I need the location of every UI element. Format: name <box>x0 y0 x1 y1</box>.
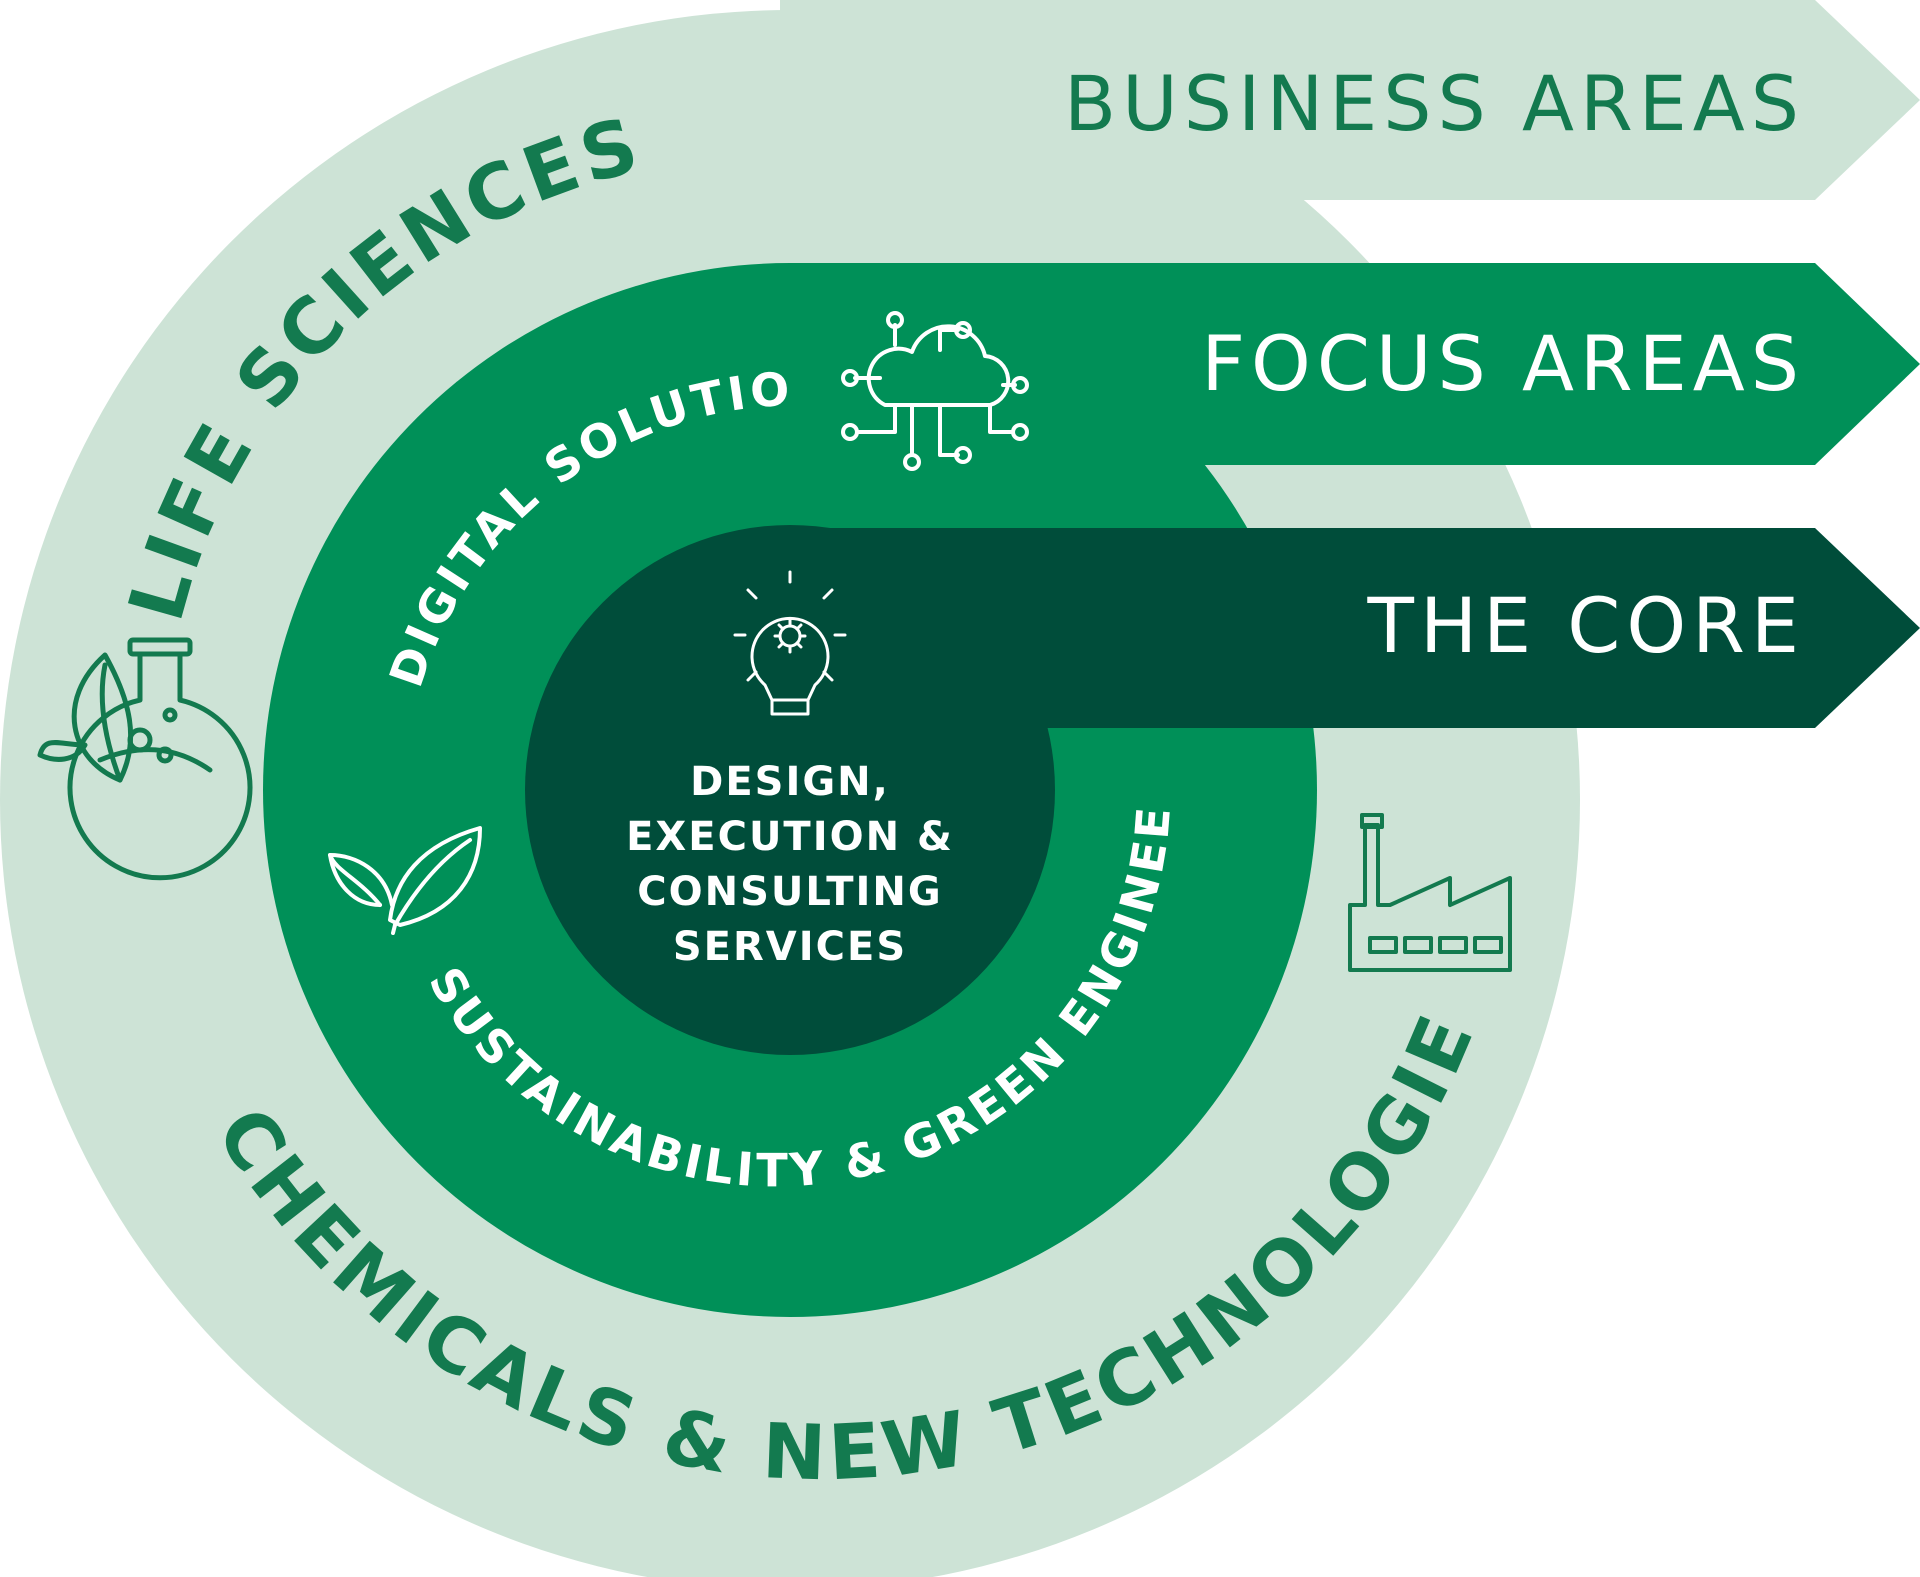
core-services-text: DESIGN, EXECUTION & CONSULTING SERVICES <box>626 759 954 970</box>
focus-areas-arrow: FOCUS AREAS <box>1201 319 1805 408</box>
core-line-1: DESIGN, <box>690 759 890 805</box>
core-line-3: CONSULTING <box>637 869 942 915</box>
core-circle <box>525 525 1920 1055</box>
focus-areas-label: FOCUS AREAS <box>1201 319 1805 408</box>
lightbulb-gear-icon <box>733 570 847 716</box>
focus-areas-band <box>263 263 1920 1317</box>
core-arrow: THE CORE <box>1367 581 1805 670</box>
the-core-label: THE CORE <box>1367 581 1805 670</box>
business-areas-label: BUSINESS AREAS <box>1064 59 1805 148</box>
leaves-icon <box>328 826 482 935</box>
business-areas-arrow: BUSINESS AREAS <box>1064 59 1805 148</box>
core-line-2: EXECUTION & <box>626 814 954 860</box>
core-line-4: SERVICES <box>673 924 907 970</box>
cloud-network-icon <box>841 311 1029 471</box>
flask-leaf-icon <box>37 637 253 881</box>
factory-icon <box>1348 813 1512 972</box>
